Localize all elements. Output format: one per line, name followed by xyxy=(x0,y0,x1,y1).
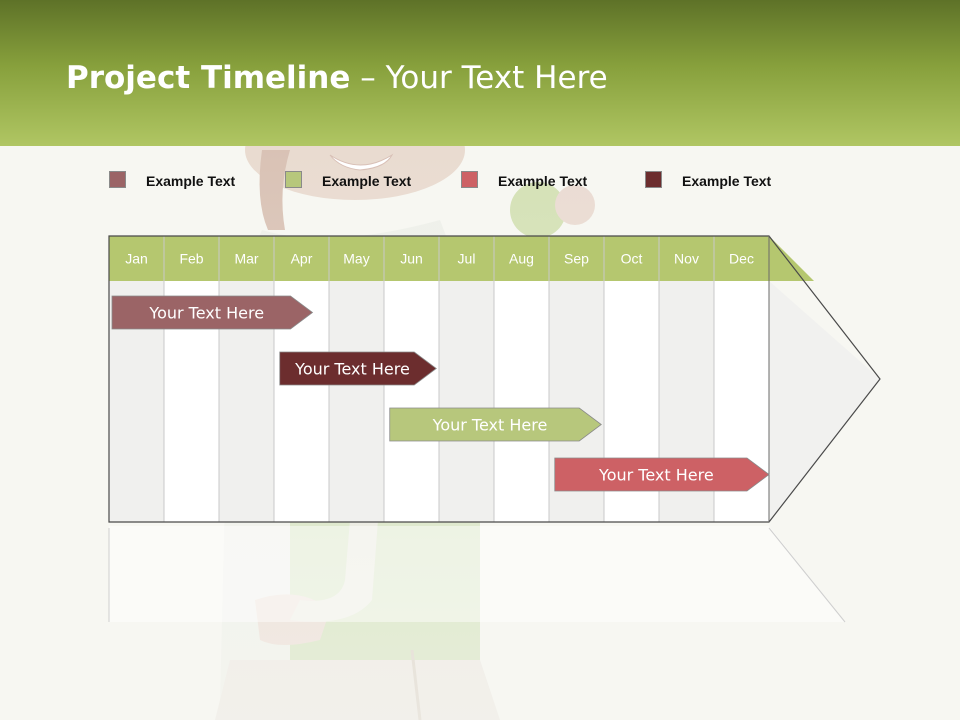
month-label: Jun xyxy=(400,251,423,267)
task-label: Your Text Here xyxy=(598,466,714,485)
task-label: Your Text Here xyxy=(294,360,410,379)
timeline-outline xyxy=(108,235,881,523)
arrow-head-top xyxy=(769,236,814,281)
month-label: Jul xyxy=(458,251,476,267)
month-label: Oct xyxy=(621,251,643,267)
month-label: Jan xyxy=(125,251,148,267)
legend-swatch xyxy=(109,171,126,188)
month-label: Feb xyxy=(179,251,203,267)
month-label: Apr xyxy=(291,251,313,267)
month-label: Dec xyxy=(729,251,754,267)
task-bar xyxy=(111,295,314,330)
month-label: Aug xyxy=(509,251,534,267)
month-label: May xyxy=(343,251,369,267)
task-label: Your Text Here xyxy=(148,304,264,323)
month-column xyxy=(494,281,549,522)
arrow-head-body xyxy=(769,281,880,522)
month-label: Mar xyxy=(234,251,258,267)
title-rest: – Your Text Here xyxy=(350,60,608,96)
month-column xyxy=(439,281,494,522)
legend-label: Example Text xyxy=(146,173,236,189)
month-label: Sep xyxy=(564,251,589,267)
month-column xyxy=(384,281,439,522)
legend-swatch xyxy=(285,171,302,188)
legend-label: Example Text xyxy=(498,173,588,189)
legend-swatch xyxy=(645,171,662,188)
timeline-reflection xyxy=(109,526,845,622)
page-title: Project Timeline – Your Text Here xyxy=(66,60,608,96)
header-banner: Project Timeline – Your Text Here xyxy=(0,0,960,146)
title-bold: Project Timeline xyxy=(66,60,351,96)
task-bar xyxy=(279,351,437,386)
legend-label: Example Text xyxy=(682,173,772,189)
legend-label: Example Text xyxy=(322,173,412,189)
legend: Example Text Example Text Example Text E… xyxy=(0,170,960,194)
legend-swatch xyxy=(461,171,478,188)
reflection-edge xyxy=(768,527,846,623)
task-bar xyxy=(554,457,770,492)
month-column xyxy=(329,281,384,522)
task-label: Your Text Here xyxy=(432,416,548,435)
task-bar xyxy=(389,407,602,442)
month-label: Nov xyxy=(674,251,699,267)
